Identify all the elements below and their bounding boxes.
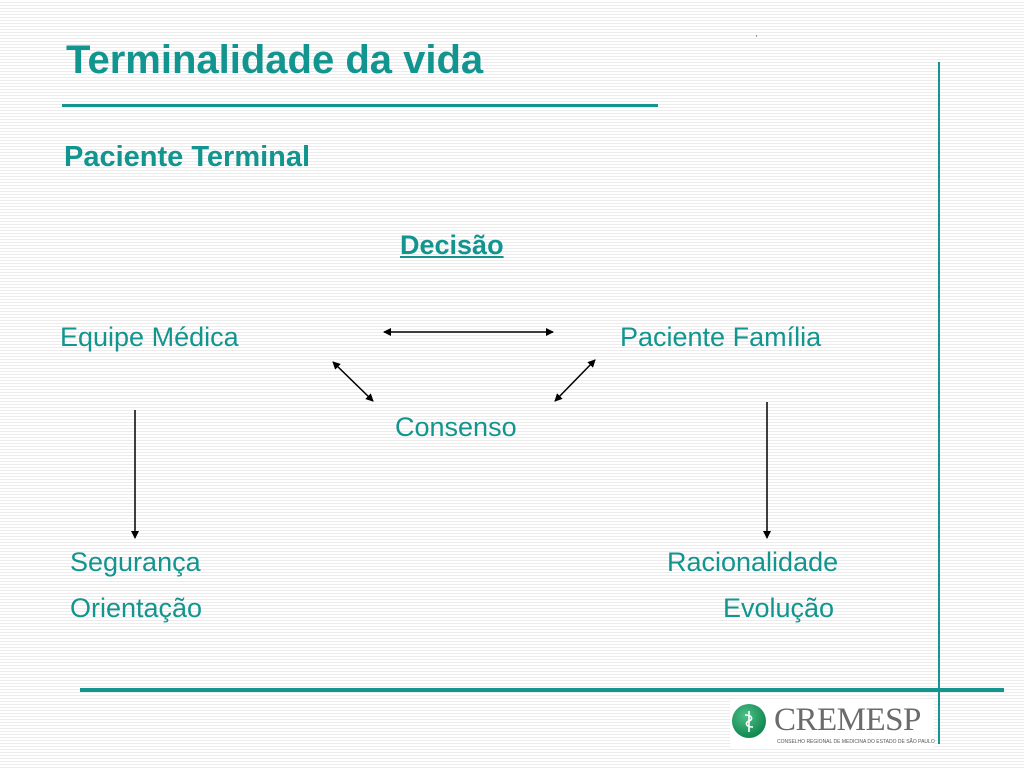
right-outcome-2: Evolução <box>723 593 835 623</box>
left-party-label: Equipe Médica <box>60 322 239 352</box>
right-outcome-1: Racionalidade <box>667 547 839 577</box>
right-vertical-rule <box>938 62 940 744</box>
right-party-label: Paciente Família <box>620 322 822 352</box>
decorative-dot <box>756 35 757 37</box>
cremesp-logo: CREMESP CONSELHO REGIONAL DE MEDICINA DO… <box>730 700 935 748</box>
title-underline-rule <box>62 104 658 107</box>
decision-heading: Decisão <box>400 230 504 260</box>
logo-tagline: CONSELHO REGIONAL DE MEDICINA DO ESTADO … <box>777 739 935 745</box>
consensus-label: Consenso <box>395 412 517 442</box>
slide-subtitle: Paciente Terminal <box>64 141 311 173</box>
logo-name: CREMESP <box>774 702 921 738</box>
bidirectional-arrow-right-consensus <box>554 359 596 402</box>
bottom-horizontal-rule <box>80 688 1004 692</box>
left-outcome-1: Segurança <box>70 547 201 577</box>
slide-title: Terminalidade da vida <box>66 38 484 82</box>
caduceus-icon <box>732 704 766 738</box>
left-outcome-2: Orientação <box>70 593 203 623</box>
bidirectional-arrow-left-consensus <box>332 361 374 402</box>
